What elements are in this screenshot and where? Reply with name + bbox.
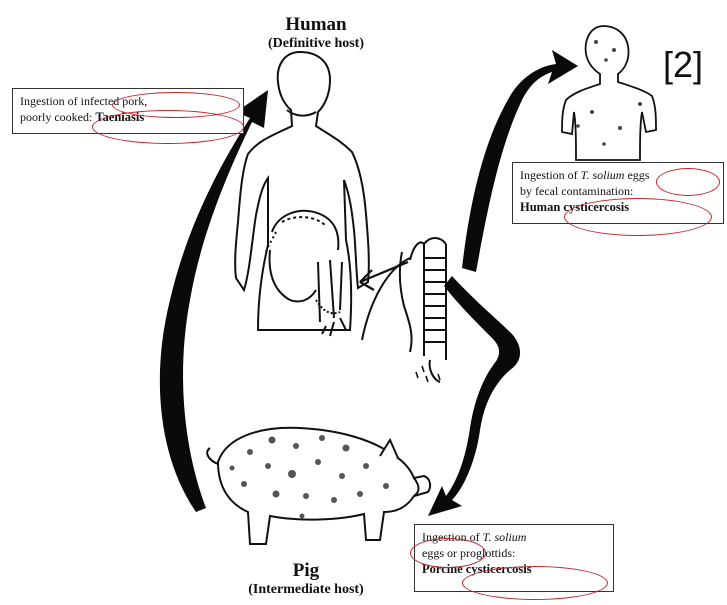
cysticercosis-patient-illustration	[562, 26, 656, 160]
ring-human-cysticercosis	[564, 198, 712, 236]
arrow-to-human-cysticercosis	[462, 50, 578, 272]
human-cyst-species: T. solium	[581, 168, 625, 182]
arrow-to-pig	[428, 276, 520, 516]
reference-marker: [2]	[663, 44, 703, 86]
ring-porcine-cysticercosis	[462, 566, 608, 600]
pig-host-title: Pig (Intermediate host)	[222, 560, 390, 598]
human-body-illustration	[235, 52, 369, 330]
ring-eggs	[656, 168, 720, 196]
human-host-role: (Definitive host)	[254, 36, 378, 52]
pig-host-name: Pig	[222, 560, 390, 582]
taeniasis-line2: poorly cooked:	[20, 110, 95, 124]
human-cyst-line1-suffix: eggs	[624, 168, 649, 182]
human-host-title: Human (Definitive host)	[254, 14, 378, 52]
pig-illustration	[207, 428, 430, 544]
human-host-name: Human	[254, 14, 378, 36]
ring-taeniasis	[92, 110, 244, 144]
ring-eggs-or-proglottids	[410, 538, 486, 568]
human-cyst-line1-prefix: Ingestion of	[520, 168, 581, 182]
porcine-species: T. solium	[483, 530, 527, 544]
intestine-illustration	[266, 211, 346, 336]
pig-host-role: (Intermediate host)	[222, 582, 390, 598]
